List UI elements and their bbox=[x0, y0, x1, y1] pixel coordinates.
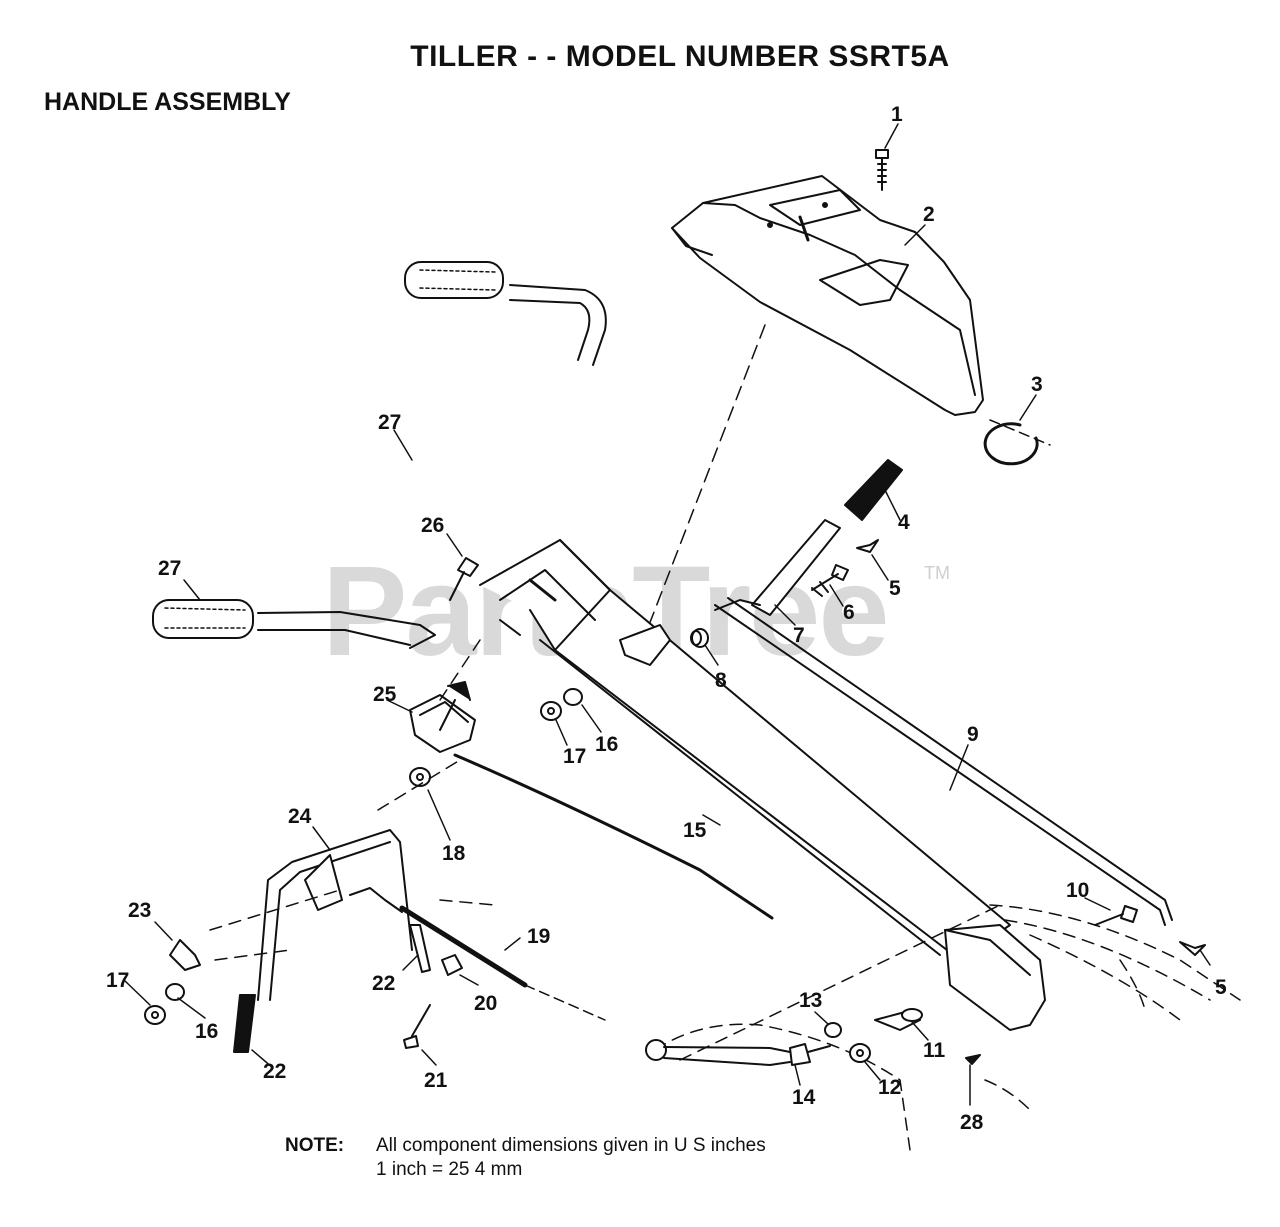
leader-lines bbox=[123, 123, 1211, 1106]
callout-25: 25 bbox=[373, 683, 397, 706]
cable-clip-part bbox=[441, 954, 463, 976]
callout-14: 14 bbox=[792, 1086, 816, 1109]
bolt-part-10 bbox=[1094, 905, 1138, 926]
callout-22-grip: 22 bbox=[263, 1060, 287, 1083]
bolt-part-6 bbox=[811, 564, 849, 597]
callout-6: 6 bbox=[843, 601, 855, 624]
callout-27-lower: 27 bbox=[158, 557, 182, 580]
screw-part-21 bbox=[403, 1004, 431, 1049]
belt-cover-part bbox=[671, 175, 984, 416]
callout-18: 18 bbox=[442, 842, 466, 865]
callout-23: 23 bbox=[128, 899, 152, 922]
callout-19: 19 bbox=[527, 925, 551, 948]
callout-7: 7 bbox=[793, 624, 805, 647]
cotter-pin-part-lower bbox=[1179, 941, 1206, 956]
callout-2: 2 bbox=[923, 203, 935, 226]
callout-27-upper: 27 bbox=[378, 411, 402, 434]
callout-8: 8 bbox=[715, 669, 727, 692]
clip-part-23 bbox=[169, 939, 201, 971]
callout-4: 4 bbox=[898, 511, 910, 534]
callout-16-lower: 16 bbox=[195, 1020, 219, 1043]
throttle-lever-part bbox=[645, 1039, 831, 1066]
callout-17-lower: 17 bbox=[106, 969, 130, 992]
washer-part-13 bbox=[824, 1022, 842, 1038]
washer-part-16-middle bbox=[563, 688, 583, 706]
shift-lever-part bbox=[714, 519, 841, 616]
callout-10: 10 bbox=[1066, 879, 1090, 902]
callout-5-lower: 5 bbox=[1215, 976, 1227, 999]
hand-grip-part-upper bbox=[404, 261, 504, 299]
ring-clip-part bbox=[983, 422, 1039, 466]
control-bracket-part bbox=[409, 681, 476, 753]
bushing-part bbox=[690, 628, 709, 648]
note-dimensions-text: All component dimensions given in U S in… bbox=[376, 1135, 766, 1156]
callout-11: 11 bbox=[923, 1039, 946, 1062]
section-subtitle: HANDLE ASSEMBLY bbox=[44, 88, 291, 116]
callout-12: 12 bbox=[878, 1076, 902, 1099]
screw-part-1 bbox=[875, 149, 889, 191]
callout-24: 24 bbox=[288, 805, 312, 828]
bolt-part-26 bbox=[449, 557, 479, 601]
note-conversion-text: 1 inch = 25 4 mm bbox=[376, 1159, 523, 1180]
clutch-bail-part bbox=[257, 829, 413, 1001]
callout-26: 26 bbox=[421, 514, 445, 537]
callout-5: 5 bbox=[889, 577, 901, 600]
callout-21: 21 bbox=[424, 1069, 448, 1092]
callout-3: 3 bbox=[1031, 373, 1043, 396]
callout-1: 1 bbox=[891, 103, 903, 126]
callout-17: 17 bbox=[563, 745, 587, 768]
cotter-pin-part bbox=[856, 539, 879, 553]
throttle-cable bbox=[453, 753, 774, 920]
bail-grip-part bbox=[233, 994, 256, 1053]
trademark-mark: TM bbox=[924, 563, 950, 583]
nut-part-18 bbox=[409, 767, 431, 787]
shift-bracket-part bbox=[619, 624, 671, 666]
callout-15: 15 bbox=[683, 819, 707, 842]
engine-outline bbox=[654, 904, 1241, 1151]
shift-rod-part bbox=[714, 597, 1173, 926]
note-label: NOTE: bbox=[285, 1135, 345, 1156]
callout-16: 16 bbox=[595, 733, 619, 756]
handle-tube-part bbox=[479, 539, 1046, 1031]
nut-part-12 bbox=[849, 1043, 871, 1063]
callout-9: 9 bbox=[967, 723, 979, 746]
shift-knob-part bbox=[844, 459, 903, 521]
callout-28: 28 bbox=[960, 1111, 984, 1134]
handlebar-part bbox=[257, 284, 607, 649]
callout-13: 13 bbox=[799, 989, 823, 1012]
washer-part-16 bbox=[165, 983, 185, 1001]
clip-part-11 bbox=[874, 1008, 923, 1031]
callout-20: 20 bbox=[474, 992, 498, 1015]
screw-part-28 bbox=[965, 1054, 981, 1065]
nut-part-17-middle bbox=[540, 701, 562, 721]
spring-part-22 bbox=[409, 924, 431, 973]
clutch-cable-part bbox=[349, 887, 606, 1021]
hand-grip-part-lower bbox=[152, 599, 254, 639]
callout-22-spring: 22 bbox=[372, 972, 396, 995]
page-title: TILLER - - MODEL NUMBER SSRT5A bbox=[410, 40, 950, 73]
nut-part-17 bbox=[144, 1005, 166, 1025]
